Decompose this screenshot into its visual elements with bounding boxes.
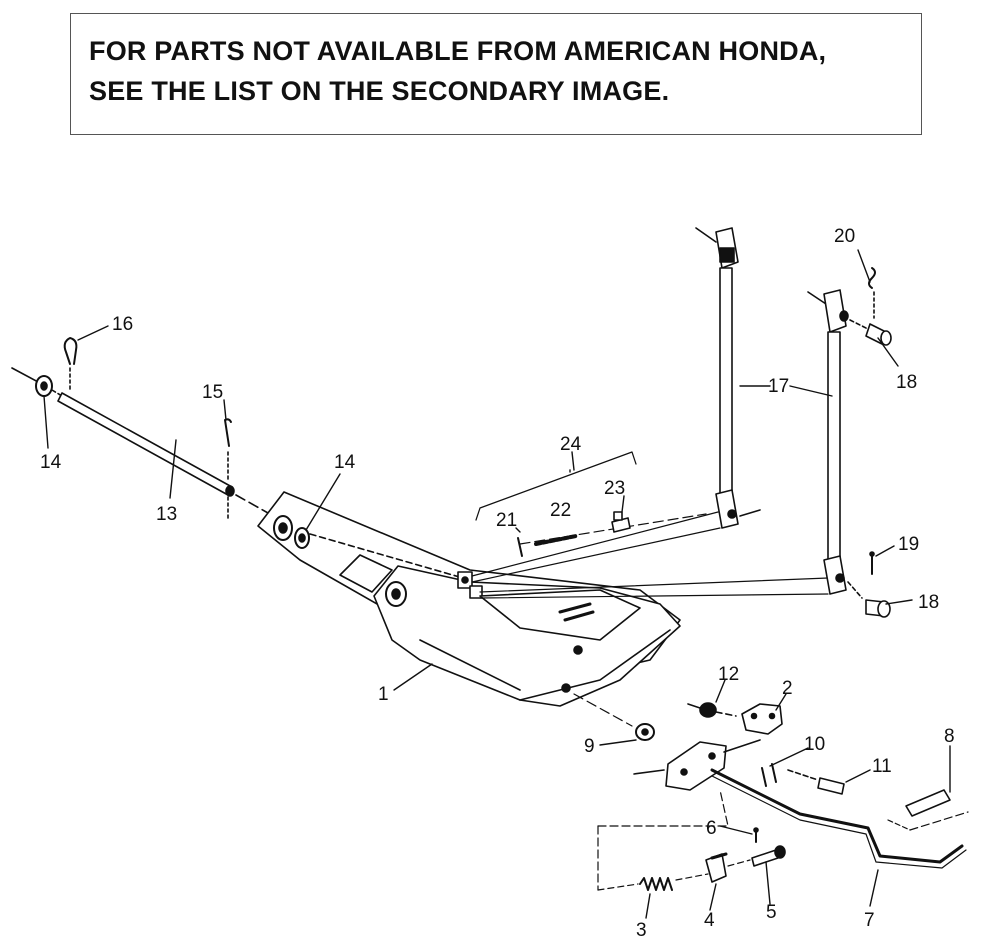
nut-12: [699, 702, 717, 718]
callout-5: 5: [766, 902, 777, 923]
callout-15: 15: [202, 382, 223, 403]
callout-14-left: 14: [40, 452, 62, 473]
callout-3: 3: [636, 920, 647, 941]
parts-notice-box: FOR PARTS NOT AVAILABLE FROM AMERICAN HO…: [70, 13, 922, 135]
lift-arm-frame: [257, 491, 681, 707]
lever-assembly: [573, 693, 969, 891]
plate-2: [741, 703, 783, 735]
callout-8: 8: [944, 726, 955, 747]
lift-link-front: [807, 289, 863, 599]
bolt-5: [751, 849, 779, 867]
callout-11: 11: [872, 756, 892, 777]
callout-22: 22: [550, 500, 571, 521]
bolt-11: [817, 777, 845, 795]
callout-12: 12: [718, 664, 739, 685]
callout-18-lower: 18: [918, 592, 939, 613]
notice-line-1: FOR PARTS NOT AVAILABLE FROM AMERICAN HO…: [89, 36, 827, 66]
callout-21: 21: [496, 510, 517, 531]
callout-4: 4: [704, 910, 715, 931]
callout-labels: 16 14 15 13 14 1 24 21 22 23 17 20 18 19…: [40, 226, 955, 941]
callout-13: 13: [156, 504, 177, 525]
spring-clip-20: [868, 267, 876, 289]
callout-7: 7: [864, 910, 875, 931]
callout-23: 23: [604, 478, 625, 499]
callout-10: 10: [804, 734, 825, 755]
spring-3: [639, 877, 673, 891]
chain-22: [534, 534, 578, 546]
clevis-pin-upper: [849, 319, 892, 346]
callout-6: 6: [706, 818, 717, 839]
lift-pin-assembly: [11, 337, 269, 519]
cotter-pin-21: [517, 537, 523, 557]
callout-24: 24: [560, 434, 582, 455]
callout-17: 17: [768, 376, 789, 397]
callout-20: 20: [834, 226, 855, 247]
notice-line-2: SEE THE LIST ON THE SECONDARY IMAGE.: [89, 76, 670, 106]
leader-lines: [43, 249, 951, 919]
callout-19: 19: [898, 534, 919, 555]
callout-18-upper: 18: [896, 372, 917, 393]
lift-pin-rod: [57, 392, 233, 496]
callout-14-frame: 14: [334, 452, 356, 473]
clevis-pin-lower: [865, 599, 891, 618]
callout-1: 1: [378, 684, 389, 705]
callout-16: 16: [112, 314, 133, 335]
pin-8: [905, 789, 951, 817]
cotter-pin-15: [224, 418, 232, 447]
control-rod-7: [710, 768, 964, 864]
callout-9: 9: [584, 736, 595, 757]
callout-2: 2: [782, 678, 793, 699]
link-tie-lines: [471, 511, 829, 599]
r-clip-16: [63, 337, 78, 365]
pin-kit-24: [475, 451, 707, 557]
lift-link-rear: [695, 227, 761, 529]
